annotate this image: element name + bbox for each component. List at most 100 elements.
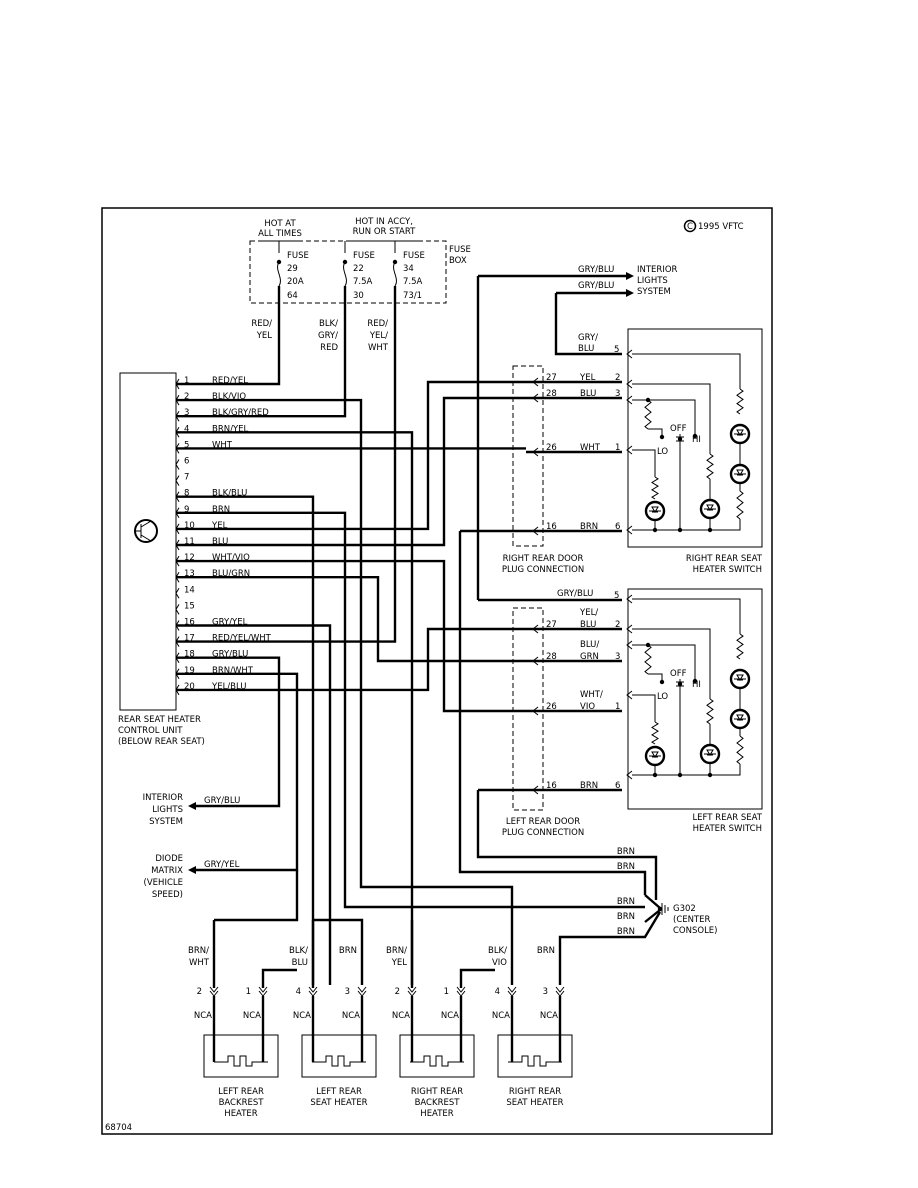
interior-lights-label: SYSTEM <box>637 287 671 297</box>
wire-color-label: BRN/YEL <box>212 424 249 434</box>
connector-pin: 4 <box>296 987 301 997</box>
switch-trace <box>632 764 741 776</box>
switch-hi-label: HI <box>692 435 701 445</box>
heater-label: SEAT HEATER <box>310 1098 367 1108</box>
wire-color-label: BRN <box>617 912 635 922</box>
switch-pin: 3 <box>615 389 620 399</box>
heater-label: RIGHT REAR <box>509 1087 561 1097</box>
connector-pin: 3 <box>543 987 548 997</box>
wire-color-label: GRN <box>580 652 599 662</box>
connector-icon <box>175 475 180 486</box>
wire-color-label: RED/ <box>251 319 272 329</box>
cu-wire-pin11 <box>176 396 526 547</box>
pin-number: 12 <box>184 553 195 563</box>
resistor-icon <box>644 399 652 430</box>
heater-box <box>203 1034 279 1078</box>
fuse-icon <box>277 261 281 287</box>
heating-element-icon <box>214 1055 268 1067</box>
copyright-text: 1995 VFTC <box>698 222 744 232</box>
switch-hi-label: HI <box>692 680 701 690</box>
wire-color-label: YEL/BLU <box>211 682 247 692</box>
fuse-box-label: BOX <box>449 256 467 266</box>
connector-icon <box>626 395 633 405</box>
left-switch-box <box>627 588 763 810</box>
cu-wire-pin18 <box>176 656 281 808</box>
interior-lights-label: SYSTEM <box>149 817 183 827</box>
wire-color-label: WHT/ <box>580 690 603 700</box>
switch-pin: 1 <box>615 443 620 453</box>
door-plug-label: PLUG CONNECTION <box>502 565 584 575</box>
cu-wire-pin9 <box>176 511 645 909</box>
pin-number: 1 <box>184 376 189 386</box>
switch-pin: 6 <box>615 522 620 532</box>
wire-color-label: WHT <box>189 958 210 968</box>
switch-trace <box>648 673 663 682</box>
pin-number: 14 <box>184 585 195 595</box>
switch-trace <box>632 449 656 477</box>
fuse-label: 20A <box>287 277 304 287</box>
ground-icon <box>661 903 669 915</box>
door-wire <box>554 293 622 356</box>
heater-wire <box>313 918 364 985</box>
switch-trace <box>648 428 663 437</box>
arrow-right-icon <box>626 272 634 280</box>
plug-pin: 28 <box>546 389 557 399</box>
wire-color-label: BLK/ <box>319 319 338 329</box>
plug-pin: 16 <box>546 781 557 791</box>
heater-label: LEFT REAR <box>218 1087 264 1097</box>
ground-wire <box>458 529 647 895</box>
wire-color-label: BRN <box>617 897 635 907</box>
cu-wire-pin2 <box>176 398 514 985</box>
connector-icon <box>626 594 633 604</box>
heater-box <box>497 1034 573 1078</box>
fuse-hot-label: ALL TIMES <box>258 229 302 239</box>
switch-off-label: OFF <box>670 424 687 434</box>
cu-wire-pin19 <box>176 672 299 872</box>
fuse-label: 34 <box>403 264 414 274</box>
switch-trace <box>632 519 741 531</box>
fuse-box-label: FUSE <box>449 245 471 255</box>
switch-pin: 2 <box>615 620 620 630</box>
wire-color-label: GRY/YEL <box>212 618 248 628</box>
wire-color-label: VIO <box>492 958 507 968</box>
cu-wire-pin3 <box>176 303 347 418</box>
fuse-label: 29 <box>287 264 298 274</box>
diode-icon <box>734 469 746 476</box>
switch-label: RIGHT REAR SEAT <box>686 554 763 564</box>
resistor-icon <box>706 698 714 725</box>
wire-color-label: BLK/VIO <box>212 392 246 402</box>
cu-wire-pin16 <box>176 624 332 985</box>
connector-icon <box>456 986 466 997</box>
heater-label: RIGHT REAR <box>411 1087 463 1097</box>
heater-box <box>399 1034 475 1078</box>
wire-color-label: BRN <box>339 946 357 956</box>
wire-color-label: GRY/BLU <box>557 589 593 599</box>
wire-color-label: BLK/ <box>488 946 507 956</box>
pin-number: 2 <box>184 392 189 402</box>
wire-color-label: YEL <box>391 958 408 968</box>
diode-matrix-label: SPEED) <box>152 890 183 900</box>
arrow-left-icon <box>188 866 196 874</box>
resistor-icon <box>736 490 744 520</box>
interior-lights-label: LIGHTS <box>637 276 668 286</box>
fuse-label: 7.5A <box>353 277 373 287</box>
wire-color-label: YEL <box>211 521 228 531</box>
diode-icon <box>734 429 746 436</box>
resistor-icon <box>706 453 714 480</box>
connector-icon <box>308 986 318 997</box>
pin-number: 15 <box>184 601 195 611</box>
wire-color-label: RED/YEL/WHT <box>212 634 272 644</box>
heating-element-icon <box>312 1055 366 1067</box>
resistor-icon <box>651 721 659 745</box>
wire-color-label: WHT <box>212 440 233 450</box>
wire-color-label: RED/YEL <box>212 376 248 386</box>
wire-color-label: BRN/ <box>386 946 407 956</box>
connector-pin: 2 <box>395 987 400 997</box>
wire-color-label: BRN <box>212 505 230 515</box>
transistor-icon <box>135 520 152 542</box>
cu-wire-pin20 <box>176 627 526 692</box>
pin-number: 19 <box>184 666 195 676</box>
junction-dot <box>652 772 658 778</box>
connector-pin: 1 <box>246 987 251 997</box>
heater-box <box>301 1034 377 1078</box>
